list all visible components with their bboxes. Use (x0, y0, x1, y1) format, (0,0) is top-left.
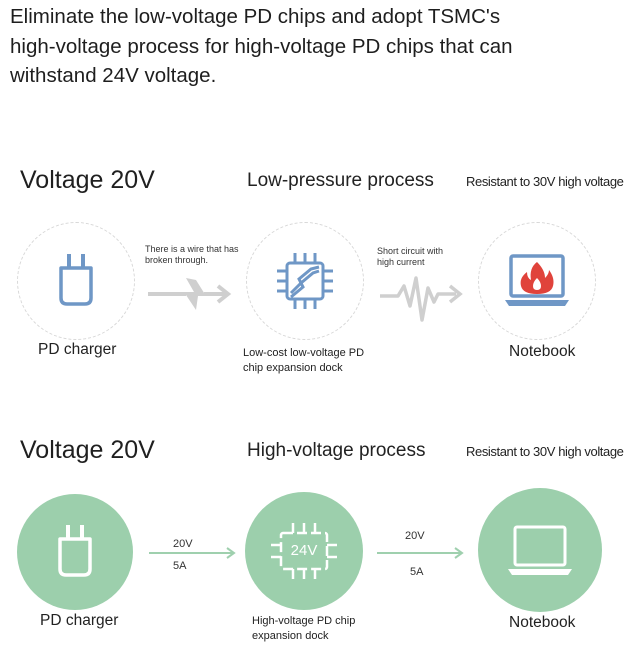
arrow1-current: 5A (173, 560, 187, 572)
charger-icon (59, 254, 93, 306)
row1-wire-note: There is a wire that has broken through. (145, 244, 239, 265)
row1-chip-label: Low-cost low-voltage PD chip expansion d… (243, 347, 365, 374)
arrow-right-icon (149, 547, 236, 559)
row1-process-title: Low-pressure process (247, 170, 434, 191)
broken-chip-icon (277, 253, 333, 309)
row1-notebook-circle (478, 222, 596, 340)
charger-icon (58, 525, 92, 577)
intro-line-3: withstand 24V voltage. (10, 64, 217, 87)
row2-notebook-label: Notebook (509, 614, 576, 631)
row2-resist-title: Resistant to 30V high voltage (466, 444, 624, 459)
intro-line-1: Eliminate the low-voltage PD chips and a… (10, 5, 501, 28)
row2-charger-label: PD charger (40, 612, 119, 629)
row2-chip-circle: 24V (245, 492, 363, 610)
row2-notebook-circle (478, 488, 602, 612)
arrow2-current: 5A (410, 566, 424, 578)
arrow1-voltage: 20V (173, 538, 193, 550)
chip-icon: 24V (269, 521, 339, 581)
row1-charger-label: PD charger (38, 341, 117, 358)
row1-chip-circle (246, 222, 364, 340)
row1-notebook-label: Notebook (509, 343, 576, 360)
row1-charger-circle (17, 222, 135, 340)
row2-chip-label: High-voltage PD chip expansion dock (252, 615, 356, 642)
zigzag-current-icon (380, 276, 463, 322)
row1-short-note: Short circuit with high current (377, 246, 444, 267)
intro-text: Eliminate the low-voltage PD chips and a… (10, 2, 630, 91)
arrow2-voltage: 20V (405, 530, 425, 542)
chip-voltage-text: 24V (290, 542, 318, 559)
laptop-icon (508, 525, 572, 575)
burning-laptop-icon (505, 254, 569, 306)
row2-process-title: High-voltage process (247, 440, 426, 461)
row1-resist-title: Resistant to 30V high voltage (466, 174, 624, 189)
intro-line-2: high-voltage process for high-voltage PD… (10, 34, 513, 58)
row1-voltage-title: Voltage 20V (20, 166, 155, 194)
lightning-icon (148, 278, 232, 310)
row2-voltage-title: Voltage 20V (20, 436, 155, 464)
row2-charger-circle (17, 494, 133, 610)
arrow-right-icon (377, 547, 464, 559)
